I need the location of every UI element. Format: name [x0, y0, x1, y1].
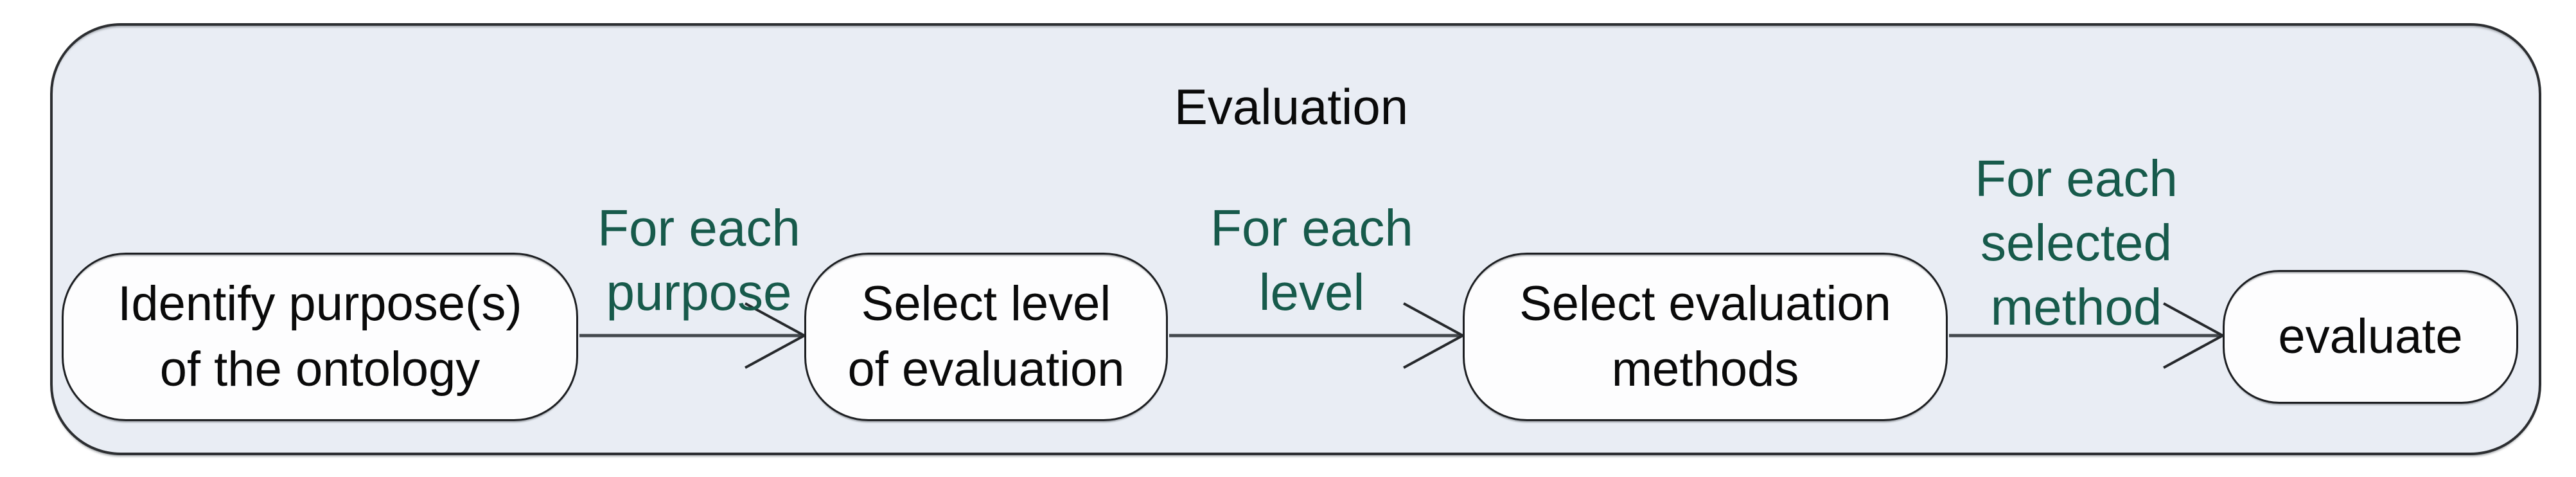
node-evaluate: evaluate: [2223, 270, 2518, 404]
edge-label-for-each-purpose: For each purpose: [597, 199, 800, 321]
group-title: Evaluation: [1174, 78, 1409, 135]
node-select-methods: Select evaluation methods: [1463, 253, 1948, 421]
edge-label-for-each-selected-method: For each selected method: [1975, 150, 2178, 336]
node-identify-purposes: Identify purpose(s) of the ontology: [62, 253, 578, 421]
node-select-level: Select level of evaluation: [804, 253, 1168, 421]
edge-label-for-each-level: For each level: [1210, 199, 1413, 321]
